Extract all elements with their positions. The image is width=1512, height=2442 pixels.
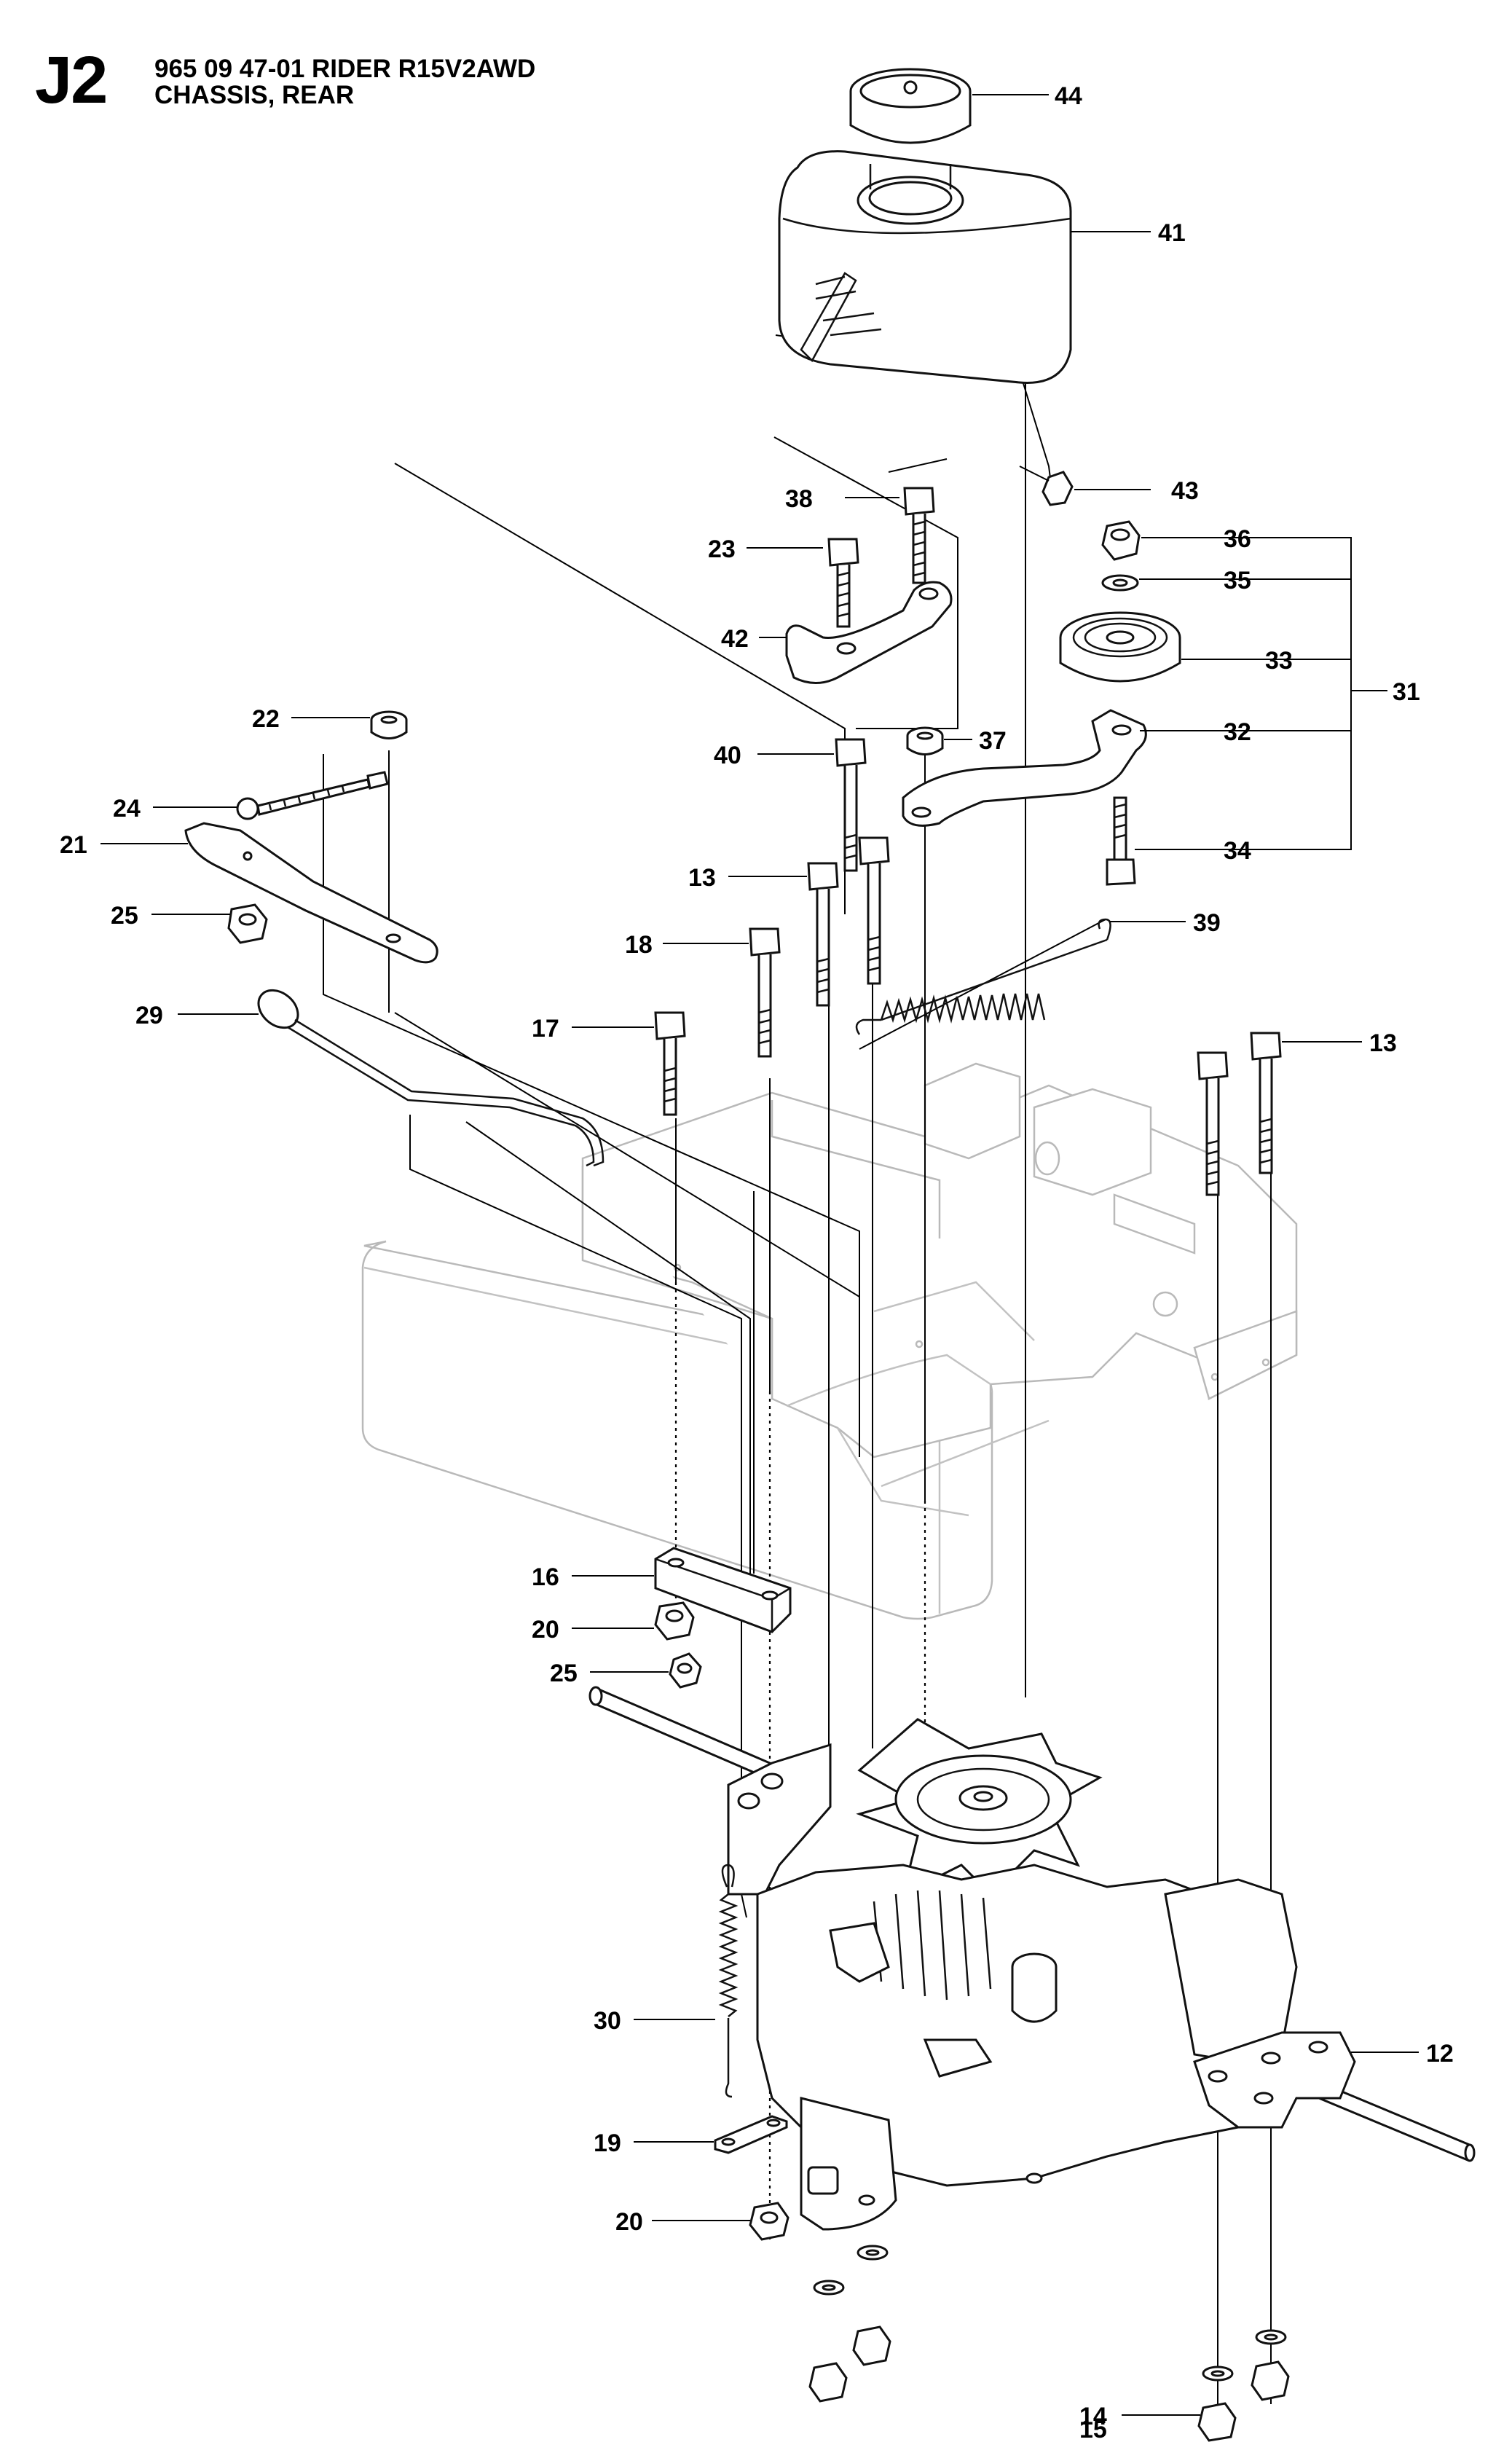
part-25-nut-lower — [669, 1652, 702, 1689]
part-40-bolt — [835, 738, 867, 872]
part-23-bolt — [827, 538, 859, 628]
callout-32: 32 — [1224, 718, 1251, 746]
section-title: CHASSIS, REAR — [154, 81, 355, 109]
callout-20b: 20 — [615, 2208, 643, 2236]
part-43-bolt — [1019, 466, 1074, 506]
part-39-spring — [855, 918, 1111, 1035]
callout-16: 16 — [532, 1563, 559, 1591]
part-19-plate — [714, 2115, 788, 2154]
part-36-nut — [1101, 520, 1141, 561]
callout-18: 18 — [625, 931, 653, 959]
callout-13b: 13 — [1369, 1029, 1397, 1057]
callout-20a: 20 — [532, 1616, 559, 1644]
part-29-rod — [257, 989, 605, 1167]
callout-43: 43 — [1171, 477, 1199, 505]
callout-30: 30 — [594, 2007, 621, 2035]
callout-40: 40 — [714, 742, 741, 769]
callout-38: 38 — [785, 485, 813, 513]
part-33-pulley — [1059, 611, 1181, 683]
part-42-bracket — [785, 581, 953, 684]
callout-15: 15 — [1079, 2416, 1107, 2442]
part-24-rod — [236, 771, 389, 820]
callout-41: 41 — [1158, 219, 1186, 247]
callout-21: 21 — [60, 831, 87, 859]
callout-29: 29 — [135, 1002, 163, 1029]
part-34-bolt — [1106, 796, 1136, 886]
callout-14: 14 — [1079, 2403, 1107, 2430]
part-38-bolt — [903, 487, 935, 584]
part-13-bolt-d — [1250, 1032, 1282, 1174]
part-13-bolt-c — [1197, 1051, 1229, 1196]
callout-33: 33 — [1265, 647, 1293, 675]
callout-44: 44 — [1055, 82, 1082, 110]
chassis-frame — [361, 1062, 1298, 1620]
part-22-grommet — [370, 710, 408, 739]
callout-labels: 44 41 43 38 23 36 35 42 33 31 22 37 32 4… — [60, 82, 1454, 2442]
callout-35: 35 — [1224, 567, 1251, 594]
callout-24: 24 — [113, 795, 141, 822]
callout-37: 37 — [979, 727, 1007, 755]
leader-lines — [101, 94, 1419, 2416]
part-16-bracket — [654, 1547, 792, 1633]
callout-17: 17 — [532, 1015, 559, 1043]
model-title: 965 09 47-01 RIDER R15V2AWD — [154, 55, 536, 83]
callout-31: 31 — [1393, 678, 1420, 706]
callout-25a: 25 — [111, 902, 138, 930]
callout-12: 12 — [1426, 2040, 1454, 2068]
callout-42: 42 — [721, 625, 749, 653]
part-35-washer — [1101, 574, 1139, 592]
section-code: J2 — [35, 43, 108, 117]
part-41-reservoir — [778, 150, 1072, 384]
part-44-cap — [849, 68, 972, 144]
callout-13a: 13 — [688, 864, 716, 892]
callout-22: 22 — [252, 705, 280, 733]
callout-25b: 25 — [550, 1660, 578, 1687]
part-37-grommet — [906, 726, 944, 755]
lower-hardware — [808, 2245, 1290, 2442]
part-32-idler-arm — [902, 709, 1147, 827]
part-20-nut-lower — [749, 2202, 790, 2241]
transaxle — [588, 1686, 1476, 2231]
callout-23: 23 — [708, 535, 736, 563]
part-20-nut-upper — [654, 1601, 695, 1641]
part-25-nut-upper — [227, 903, 268, 944]
callout-36: 36 — [1224, 525, 1251, 553]
part-18-bolt — [749, 927, 781, 1058]
callout-19: 19 — [594, 2129, 621, 2157]
part-13-bolt-a — [807, 862, 839, 1007]
part-30-spring — [718, 1864, 739, 2098]
part-21-strap — [184, 822, 438, 964]
callout-34: 34 — [1224, 837, 1251, 865]
callout-39: 39 — [1193, 909, 1221, 937]
part-17-bolt — [654, 1011, 686, 1116]
part-13-bolt-b — [858, 836, 890, 985]
